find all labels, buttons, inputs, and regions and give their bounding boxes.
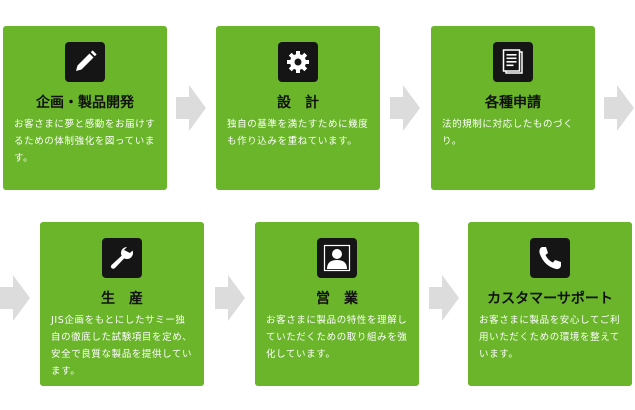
step-card-design: 設 計 独自の基準を満たすために幾度も作り込みを重ねています。	[216, 26, 380, 190]
step-description: お客さまに製品を安心してご利用いただくための環境を整えています。	[479, 315, 621, 360]
arrow-right-icon	[215, 275, 245, 321]
step-title: カスタマーサポート	[487, 291, 613, 307]
person-icon	[317, 238, 357, 278]
step-description: 法的規制に対応したものづくり。	[442, 119, 574, 147]
step-card-applications: 各種申請 法的規制に対応したものづくり。	[431, 26, 595, 190]
arrow-right-icon	[176, 85, 206, 131]
arrow-right-icon	[390, 85, 420, 131]
gear-icon	[278, 42, 318, 82]
arrow-right-icon	[604, 85, 634, 131]
step-title: 生 産	[101, 291, 143, 307]
step-card-customer-support: カスタマーサポート お客さまに製品を安心してご利用いただくための環境を整えていま…	[468, 222, 632, 386]
arrow-right-icon	[0, 275, 30, 321]
step-title: 各種申請	[485, 95, 541, 111]
step-title: 企画・製品開発	[36, 95, 134, 111]
pencil-icon	[65, 42, 105, 82]
step-title: 営 業	[316, 291, 358, 307]
step-card-planning: 企画・製品開発 お客さまに夢と感動をお届けするための体制強化を図っています。	[3, 26, 167, 190]
step-card-production: 生 産 JIS企画をもとにしたサミー独自の徹底した試験項目を定め、安全で良質な製…	[40, 222, 204, 386]
step-description: 独自の基準を満たすために幾度も作り込みを重ねています。	[227, 119, 369, 147]
step-card-sales: 営 業 お客さまに製品の特性を理解していただくための取り組みを強化しています。	[255, 222, 419, 386]
step-title: 設 計	[277, 95, 319, 111]
arrow-right-icon	[429, 275, 459, 321]
step-description: JIS企画をもとにしたサミー独自の徹底した試験項目を定め、安全で良質な製品を提供…	[51, 315, 193, 377]
step-description: お客さまに夢と感動をお届けするための体制強化を図っています。	[14, 119, 156, 164]
document-icon	[493, 42, 533, 82]
step-description: お客さまに製品の特性を理解していただくための取り組みを強化しています。	[266, 315, 408, 360]
phone-icon	[530, 238, 570, 278]
wrench-icon	[102, 238, 142, 278]
